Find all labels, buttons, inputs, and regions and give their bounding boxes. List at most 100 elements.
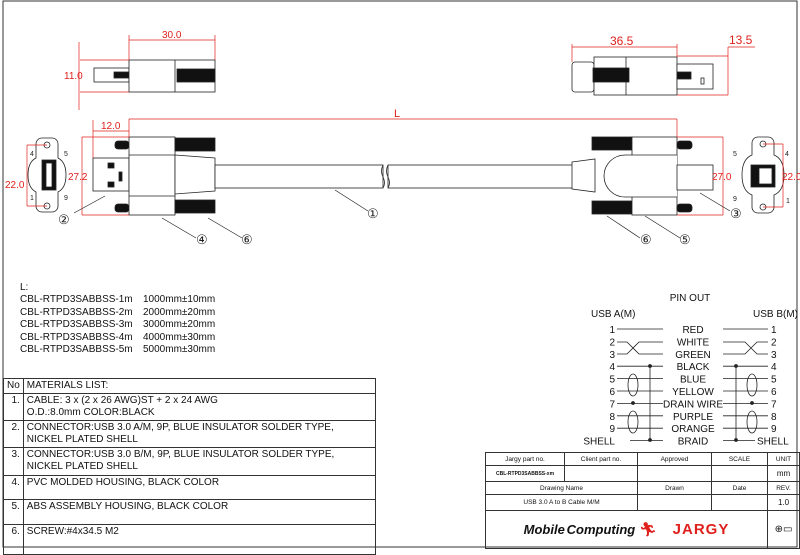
date-value — [711, 494, 768, 511]
table-row: 4.PVC MOLDED HOUSING, BLACK COLOR — [3, 475, 377, 500]
scale-value — [711, 465, 768, 482]
callout-1: ① — [367, 206, 379, 221]
usb-a-side-view — [92, 136, 579, 216]
pin-label: 9 — [733, 196, 737, 203]
part-number: CBL-RTPD3SABBSS-5m — [20, 344, 133, 356]
pin-left-number: 4 — [609, 362, 615, 373]
drawn-value — [637, 494, 712, 511]
dim-left-height: 27.2 — [68, 172, 88, 183]
pin-label: 4 — [30, 151, 34, 158]
dimension-lines — [26, 35, 784, 216]
item-line: PVC MOLDED HOUSING, BLACK COLOR — [26, 477, 220, 488]
item-desc: PVC MOLDED HOUSING, BLACK COLOR — [22, 475, 377, 500]
wire-color-label: YELLOW — [672, 387, 714, 398]
pin-label: 4 — [785, 151, 789, 158]
item-no: 5. — [3, 499, 24, 525]
dim-left-plug-length: 12.0 — [101, 121, 121, 132]
wire-color-label: GREEN — [675, 350, 711, 361]
item-line: O.D.:8.0mm COLOR:BLACK — [26, 407, 155, 418]
item-desc: CONNECTOR:USB 3.0 A/M, 9P, BLUE INSULATO… — [22, 420, 377, 448]
date-label: Date — [711, 481, 768, 495]
company-logos: Mobile Computing 🏃︎ JARGY — [485, 510, 768, 549]
item-line: NICKEL PLATED SHELL — [26, 434, 138, 445]
pin-label: 1 — [30, 195, 34, 202]
pin-right-number: 9 — [771, 424, 777, 435]
length-value: 1000mm±10mm — [143, 294, 216, 306]
wire-color-label: BRAID — [678, 437, 709, 448]
part-number: CBL-RTPD3SABBSS-1m — [20, 294, 133, 306]
callout-3: ③ — [730, 206, 742, 221]
approved-value — [637, 465, 712, 482]
unit-value: mm — [767, 465, 800, 482]
wire-color-label: RED — [682, 325, 703, 336]
pin-right-number: 6 — [771, 387, 777, 398]
pin-left-number: 5 — [609, 375, 615, 386]
length-value: 3000mm±20mm — [143, 319, 216, 331]
scale-label: SCALE — [711, 452, 768, 466]
pin-label: 9 — [64, 195, 68, 202]
pinout-title: PIN OUT — [670, 293, 711, 304]
pin-label: 1 — [786, 198, 790, 205]
rev-label: REV. — [767, 481, 800, 495]
item-line: ABS ASSEMBLY HOUSING, BLACK COLOR — [26, 501, 229, 512]
jargy-logo: JARGY — [672, 521, 730, 538]
client-part-value — [564, 465, 638, 482]
drawn-label: Drawn — [637, 481, 712, 495]
item-line: CONNECTOR:USB 3.0 B/M, 9P, BLUE INSULATO… — [26, 449, 335, 460]
pin-right-number: SHELL — [757, 437, 789, 448]
item-desc: CONNECTOR:USB 3.0 B/M, 9P, BLUE INSULATO… — [22, 447, 377, 476]
wire-color-label: BLUE — [680, 375, 706, 386]
wire-color-label: PURPLE — [673, 412, 713, 423]
usb-b-side-view — [571, 136, 714, 216]
part-number: CBL-RTPD3SABBSS-3m — [20, 319, 133, 331]
mobile-logo: Mobile — [523, 522, 565, 537]
approved-label: Approved — [637, 452, 712, 466]
pin-right-number: 5 — [771, 375, 777, 386]
pin-left-number: 7 — [609, 399, 615, 410]
item-no: 4. — [3, 475, 24, 500]
wire-color-label: WHITE — [677, 337, 710, 348]
item-line: CONNECTOR:USB 3.0 A/M, 9P, BLUE INSULATO… — [26, 422, 334, 433]
pinout-right-header: USB B(M) — [753, 309, 798, 320]
callout-6: ⑥ — [241, 232, 253, 247]
pin-left-number: 3 — [609, 350, 615, 361]
pinout-left-header: USB A(M) — [591, 309, 635, 320]
dim-right-end-height: 22.0 — [782, 172, 800, 183]
usb-b-end-view — [741, 136, 785, 214]
pin-right-number: 3 — [771, 350, 777, 361]
length-value: 4000mm±30mm — [143, 331, 216, 343]
pin-label: 5 — [733, 151, 737, 158]
callout-6: ⑥ — [640, 232, 652, 247]
pin-label: 5 — [64, 151, 68, 158]
materials-header: MATERIALS LIST: — [22, 378, 377, 394]
table-row: 3.CONNECTOR:USB 3.0 B/M, 9P, BLUE INSULA… — [3, 447, 377, 476]
pin-left-number: 2 — [609, 337, 615, 348]
drawing-name-label: Drawing Name — [485, 481, 638, 495]
dim-right-height: 27.0 — [712, 172, 732, 183]
rev-value: 1.0 — [767, 494, 800, 511]
computing-logo: Computing — [566, 522, 636, 537]
callout-2: ② — [58, 212, 70, 227]
length-list-title: L: — [20, 282, 29, 293]
length-list-item: CBL-RTPD3SABBSS-1m 1000mm±10mm — [20, 294, 215, 306]
pin-left-number: 1 — [609, 325, 615, 336]
length-list-item: CBL-RTPD3SABBSS-3m 3000mm±20mm — [20, 319, 215, 331]
part-number: CBL-RTPD3SABBSS-4m — [20, 331, 133, 343]
item-line: SCREW:#4x34.5 M2 — [26, 526, 119, 537]
dim-top-left-height: 11.0 — [64, 71, 83, 82]
jargy-part-label: Jargy part no. — [485, 452, 565, 466]
table-row: 6.SCREW:#4x34.5 M2 — [3, 524, 377, 555]
usb-b-top-view — [571, 56, 714, 96]
dim-left-end-height: 22.0 — [5, 180, 25, 191]
length-list: L: CBL-RTPD3SABBSS-1m 1000mm±10mm CBL-RTP… — [20, 282, 215, 356]
title-block: Jargy part no. Client part no. Approved … — [485, 452, 800, 549]
materials-no-header: No — [3, 378, 24, 394]
pin-right-number: 1 — [771, 325, 777, 336]
